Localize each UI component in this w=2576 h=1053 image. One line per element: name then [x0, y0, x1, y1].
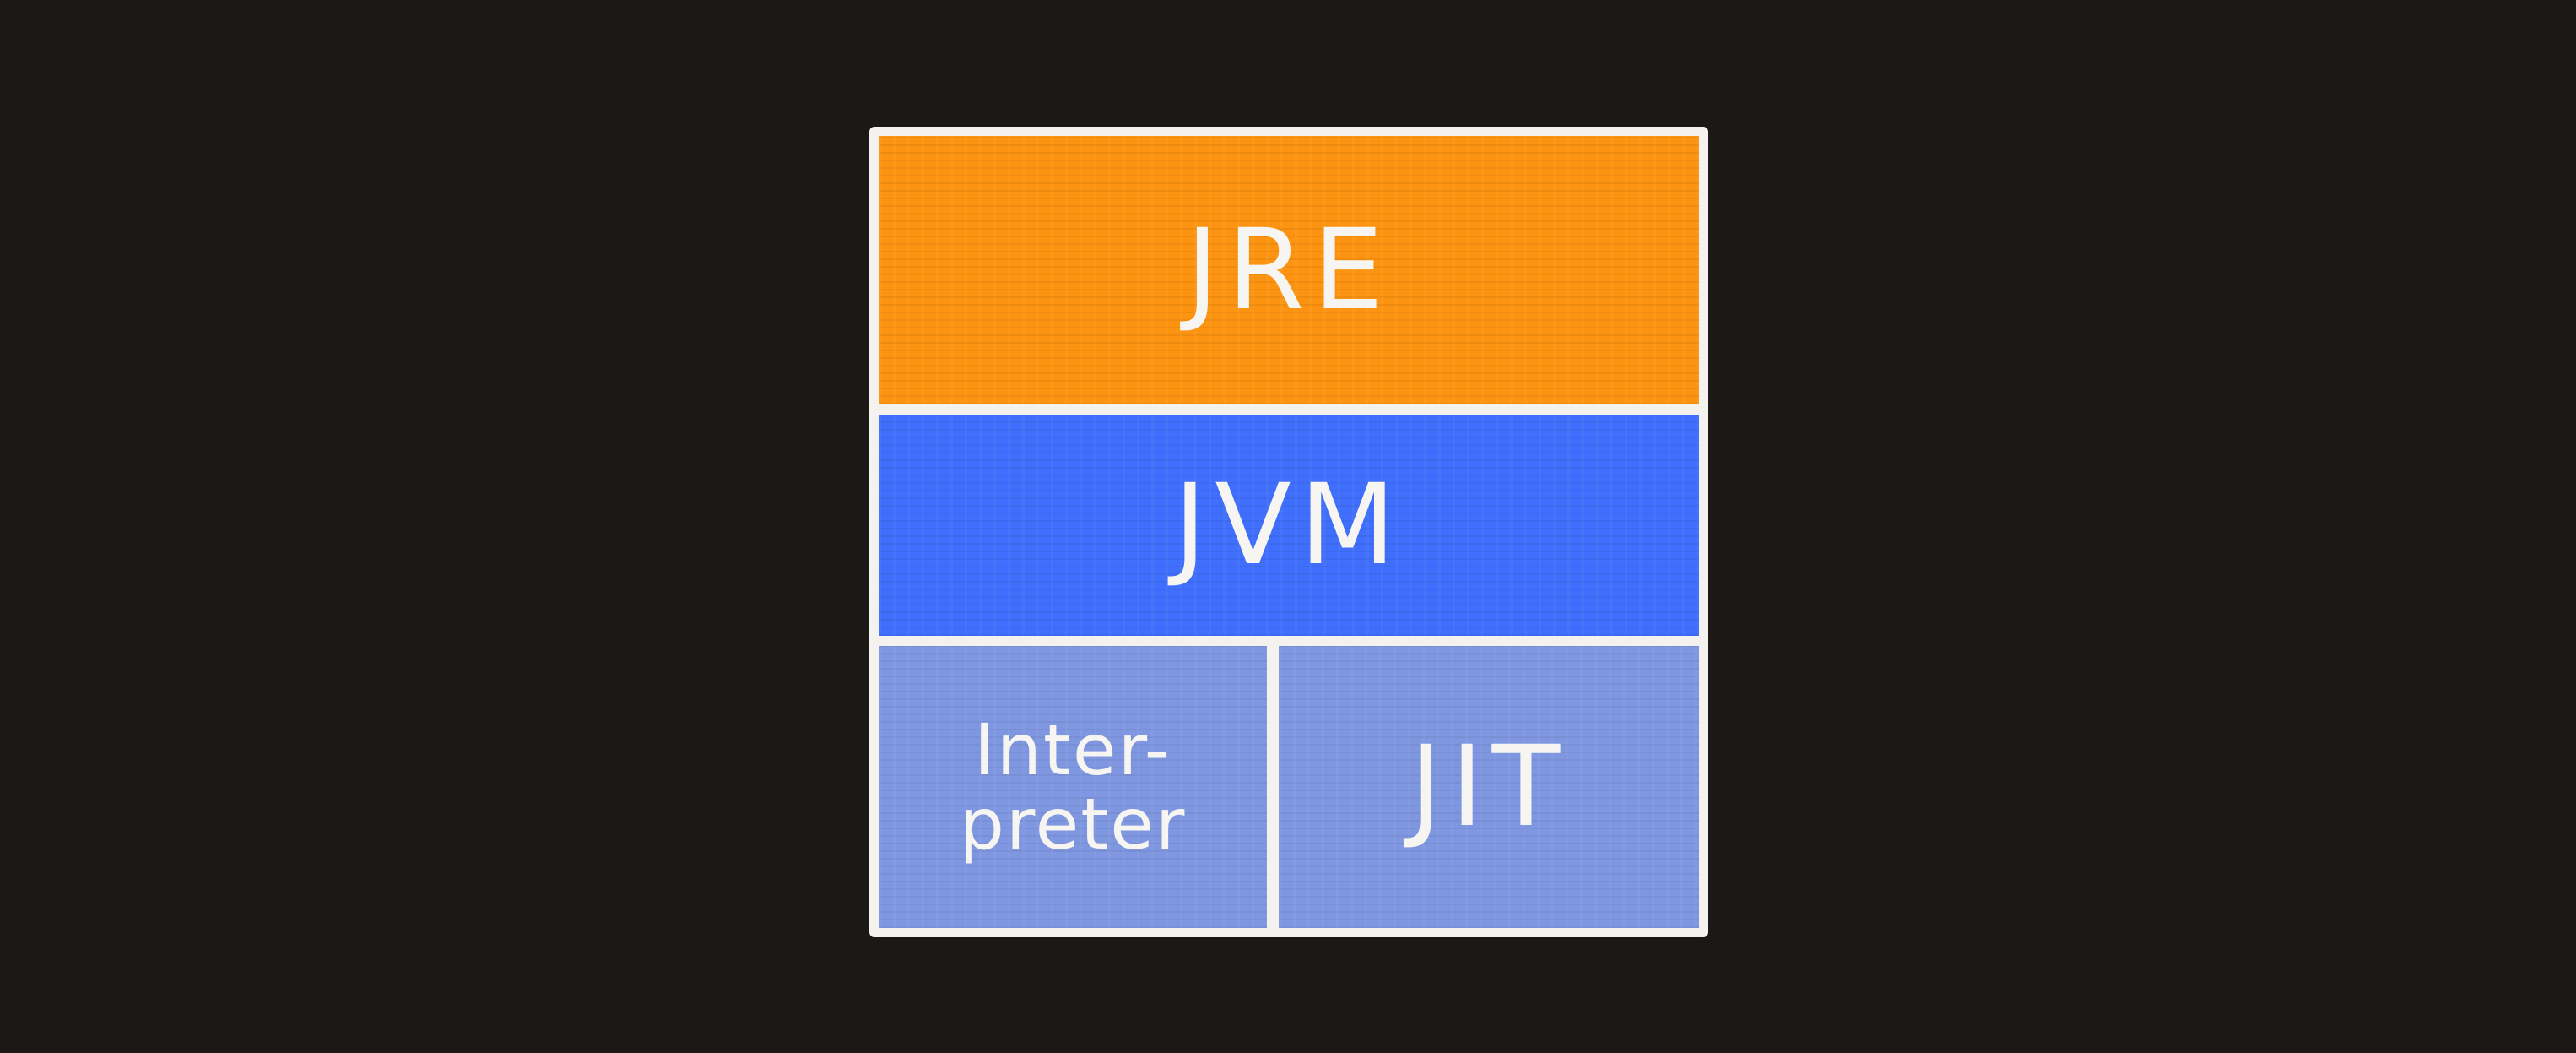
jvm-components-row: Inter- preter JIT: [879, 646, 1699, 928]
jvm-block: JVM: [879, 415, 1699, 636]
jvm-label: JVM: [1173, 459, 1404, 590]
interpreter-label: Inter- preter: [959, 708, 1187, 866]
jre-architecture-diagram: JRE JVM Inter- preter JIT: [869, 127, 1708, 937]
jre-block: JRE: [879, 136, 1699, 404]
jit-label: JIT: [1409, 721, 1569, 852]
jit-block: JIT: [1279, 646, 1699, 928]
jre-label: JRE: [1185, 204, 1393, 335]
interpreter-block: Inter- preter: [879, 646, 1267, 928]
